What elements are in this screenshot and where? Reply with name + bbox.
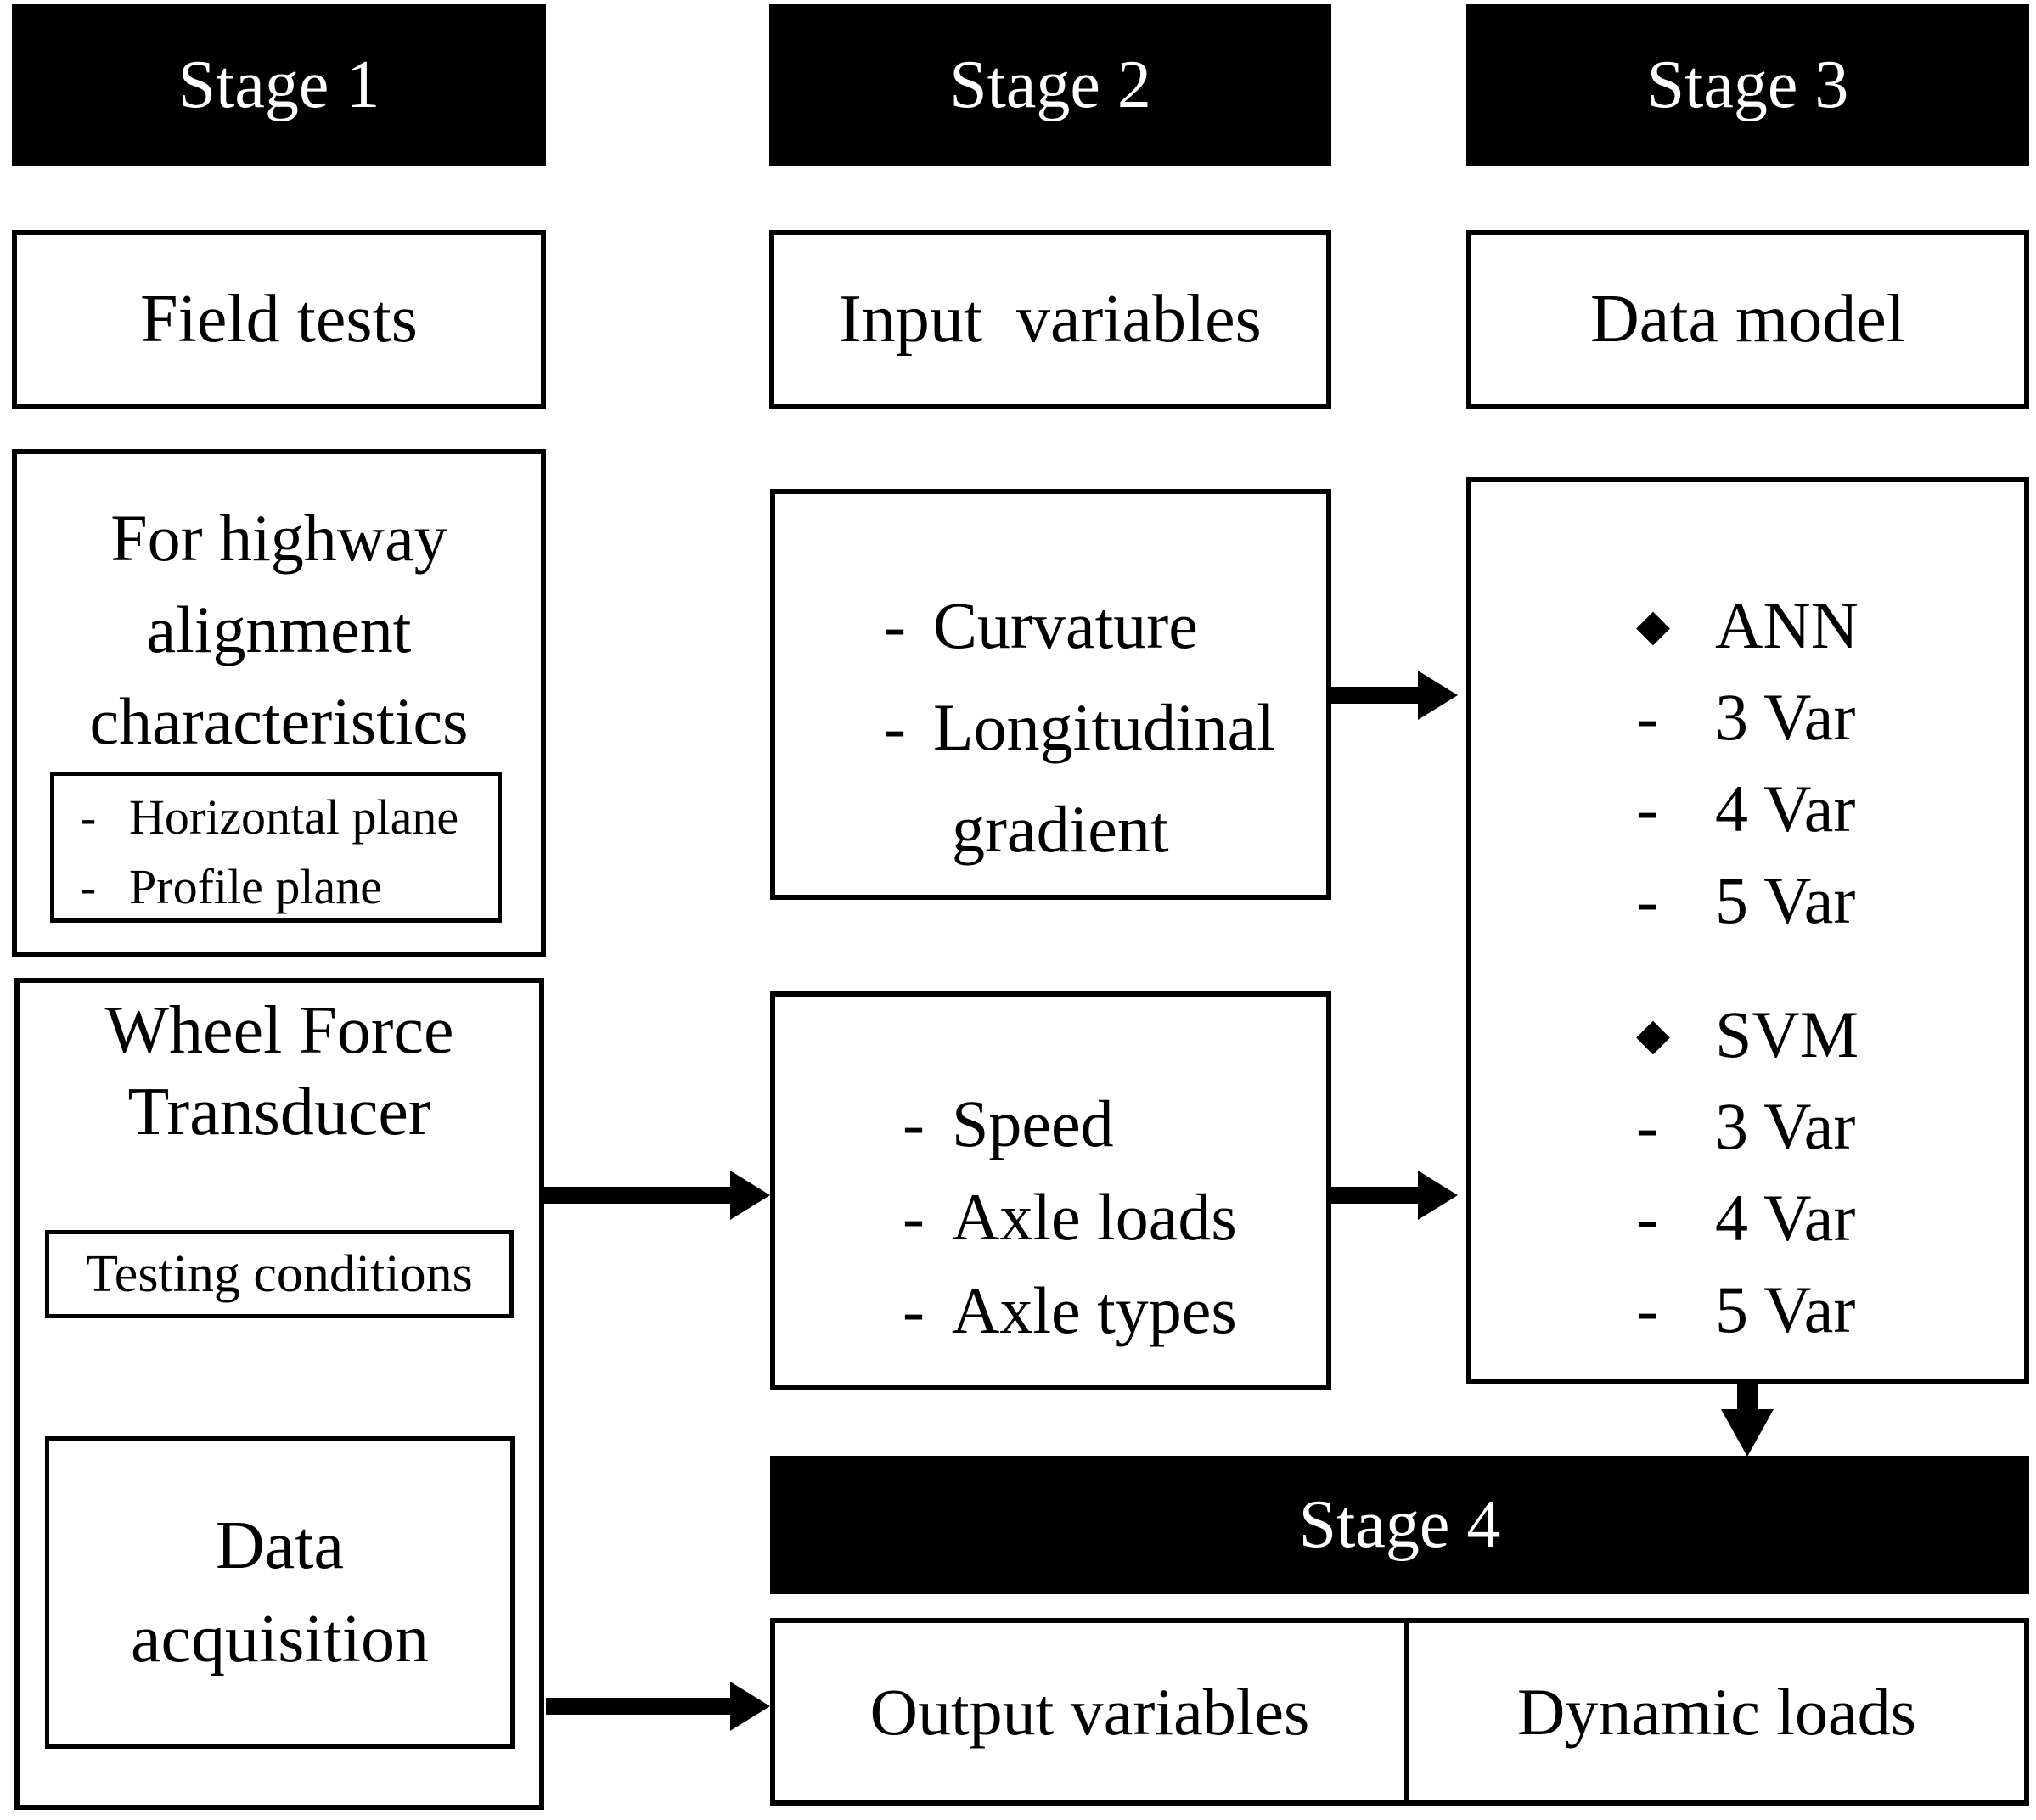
- stage4-output-row: Output variables Dynamic loads: [770, 1618, 2029, 1806]
- stage1-label: Stage 1: [177, 48, 380, 122]
- gradient-label: gradient: [952, 792, 1169, 866]
- arrow-models-to-stage4: [1737, 1384, 1758, 1411]
- dash-bullet-icon: -: [1636, 680, 1658, 754]
- dash-bullet-icon: -: [1636, 1181, 1658, 1255]
- output-variables-cell: Output variables: [775, 1623, 1409, 1800]
- arrow-geometry-to-models: [1331, 687, 1418, 704]
- arrowhead-dataacq-to-output: [730, 1682, 770, 1731]
- svm-label: SVM: [1715, 997, 1859, 1071]
- arrow-dataacq-to-output: [546, 1698, 730, 1715]
- arrow-vehicle-to-models: [1331, 1187, 1418, 1204]
- highway-line-3: characteristics: [89, 684, 469, 758]
- svm-4var-label: 4 Var: [1715, 1181, 1856, 1255]
- dash-bullet-icon: -: [1636, 863, 1658, 937]
- speed-row: - Speed: [903, 1077, 1326, 1171]
- arrow-wft-to-vehicle-inputs: [544, 1187, 730, 1204]
- arrowhead-geometry-to-models: [1418, 671, 1458, 720]
- dash-bullet-icon: -: [884, 588, 906, 662]
- wft-line-1: Wheel Force: [104, 993, 454, 1068]
- longitudinal-row: - Longitudinal: [884, 677, 1326, 778]
- dynamic-loads-label: Dynamic loads: [1516, 1674, 1917, 1749]
- axle-loads-row: - Axle loads: [903, 1171, 1326, 1264]
- model-group-gap: [1636, 947, 2024, 989]
- svm-4var-row: - 4 Var: [1636, 1172, 2024, 1264]
- highway-planes-box: - Horizontal plane - Profile plane: [50, 772, 502, 923]
- field-tests-label: Field tests: [140, 282, 418, 357]
- stage1-header-bar: Stage 1: [12, 4, 546, 166]
- arrowhead-models-to-stage4: [1721, 1409, 1774, 1457]
- ann-header-row: ◆ ANN: [1636, 580, 2024, 671]
- data-acquisition-box: Data acquisition: [45, 1436, 515, 1749]
- dash-bullet-icon: -: [884, 690, 906, 764]
- dash-bullet-icon: -: [1636, 1089, 1658, 1163]
- stage3-header-bar: Stage 3: [1466, 4, 2029, 166]
- field-tests-box: Field tests: [12, 230, 546, 409]
- highway-line-2: alignment: [146, 593, 412, 666]
- wft-line-2: Transducer: [127, 1075, 431, 1149]
- axle-types-row: - Axle types: [903, 1264, 1326, 1357]
- testing-conditions-box: Testing conditions: [45, 1230, 514, 1318]
- curvature-row: - Curvature: [884, 575, 1326, 677]
- dash-bullet-icon: -: [80, 859, 97, 914]
- stage2-label: Stage 2: [949, 48, 1151, 122]
- stage2-header-bar: Stage 2: [769, 4, 1331, 166]
- dash-bullet-icon: -: [1636, 772, 1658, 845]
- vehicle-inputs-box: - Speed - Axle loads - Axle types: [770, 991, 1331, 1390]
- ann-4var-label: 4 Var: [1715, 772, 1856, 845]
- ann-3var-label: 3 Var: [1715, 680, 1856, 754]
- ann-4var-row: - 4 Var: [1636, 763, 2024, 855]
- input-variables-label: Input variables: [839, 282, 1262, 357]
- arrowhead-vehicle-to-models: [1418, 1171, 1458, 1220]
- dash-bullet-icon: -: [1636, 1272, 1658, 1346]
- svm-header-row: ◆ SVM: [1636, 989, 2024, 1081]
- speed-label: Speed: [952, 1087, 1114, 1160]
- ann-5var-row: - 5 Var: [1636, 855, 2024, 947]
- axle-loads-label: Axle loads: [952, 1180, 1237, 1254]
- dash-bullet-icon: -: [903, 1273, 925, 1347]
- svm-3var-row: - 3 Var: [1636, 1081, 2024, 1172]
- input-variables-box: Input variables: [769, 230, 1331, 409]
- axle-types-label: Axle types: [952, 1273, 1237, 1347]
- svm-5var-label: 5 Var: [1715, 1272, 1856, 1346]
- output-variables-label: Output variables: [869, 1674, 1310, 1749]
- testing-conditions-label: Testing conditions: [86, 1244, 473, 1303]
- ann-5var-label: 5 Var: [1715, 863, 1856, 937]
- geometry-inputs-box: - Curvature - Longitudinal gradient: [770, 489, 1331, 900]
- data-model-box: Data model: [1466, 230, 2029, 409]
- dash-bullet-icon: -: [903, 1180, 925, 1254]
- stage3-label: Stage 3: [1646, 48, 1849, 122]
- highway-line-1: For highway: [110, 501, 447, 575]
- models-box: ◆ ANN - 3 Var - 4 Var - 5 Var ◆ SVM - 3 …: [1466, 477, 2029, 1384]
- arrowhead-wft-to-vehicle-inputs: [730, 1171, 770, 1220]
- profile-plane-label: Profile plane: [129, 859, 382, 914]
- horizontal-plane-row: - Horizontal plane: [80, 783, 498, 852]
- diamond-bullet-icon: ◆: [1636, 1009, 1670, 1060]
- data-acquisition-line-1: Data: [215, 1508, 344, 1583]
- data-model-label: Data model: [1590, 282, 1905, 357]
- diamond-bullet-icon: ◆: [1636, 600, 1670, 651]
- horizontal-plane-label: Horizontal plane: [129, 789, 459, 845]
- stage4-label: Stage 4: [1298, 1487, 1501, 1562]
- stage4-header-bar: Stage 4: [770, 1456, 2029, 1594]
- svm-3var-label: 3 Var: [1715, 1089, 1856, 1163]
- dash-bullet-icon: -: [80, 789, 97, 845]
- svm-5var-row: - 5 Var: [1636, 1264, 2024, 1356]
- dash-bullet-icon: -: [903, 1087, 925, 1160]
- data-acquisition-line-2: acquisition: [130, 1602, 430, 1677]
- ann-label: ANN: [1715, 588, 1859, 662]
- longitudinal-label: Longitudinal: [933, 690, 1275, 764]
- dynamic-loads-cell: Dynamic loads: [1409, 1623, 2024, 1800]
- ann-3var-row: - 3 Var: [1636, 671, 2024, 763]
- curvature-label: Curvature: [933, 588, 1198, 662]
- profile-plane-row: - Profile plane: [80, 852, 498, 922]
